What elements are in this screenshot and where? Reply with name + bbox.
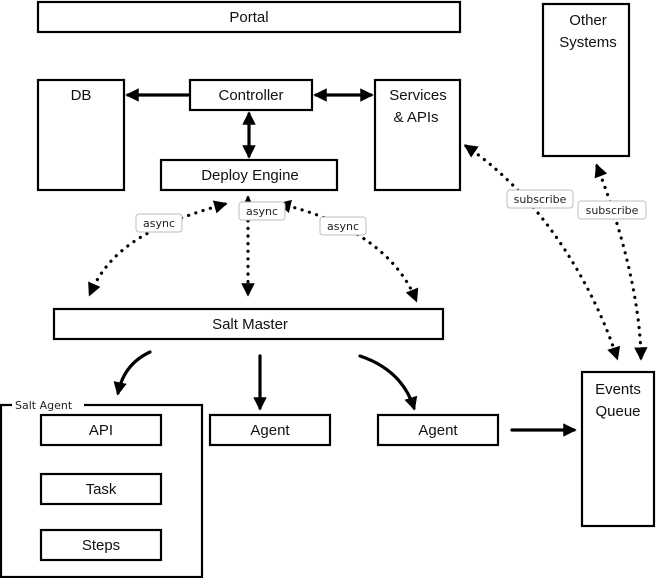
other-systems-node: Other Systems — [541, 2, 631, 158]
other-systems-label-line2: Systems — [559, 34, 617, 51]
agent-node-2: Agent — [376, 413, 500, 447]
controller-label: Controller — [218, 87, 283, 104]
subscribe-other-text: subscribe — [586, 204, 639, 217]
salt-master-to-agent-2-arrow — [358, 354, 418, 411]
steps-node: Steps — [39, 528, 163, 562]
async-label-right: async — [319, 216, 367, 236]
deploy-engine-label: Deploy Engine — [201, 167, 299, 184]
portal-node: Portal — [36, 0, 462, 34]
other-systems-label-line1: Other — [569, 12, 607, 29]
agent-2-label: Agent — [418, 422, 458, 439]
events-queue-label-line2: Queue — [595, 403, 640, 420]
db-label: DB — [71, 87, 92, 104]
services-apis-label-line1: Services — [389, 87, 447, 104]
task-label: Task — [86, 481, 117, 498]
controller-node: Controller — [188, 78, 314, 112]
services-apis-label-line2: & APIs — [393, 109, 438, 126]
async-label-left: async — [135, 213, 183, 233]
async-right-text: async — [327, 220, 359, 233]
subscribe-services-text: subscribe — [514, 193, 567, 206]
salt-master-to-salt-agent-arrow — [113, 350, 152, 396]
async-mid-text: async — [246, 205, 278, 218]
db-node: DB — [36, 78, 126, 192]
async-left-text: async — [143, 217, 175, 230]
subscribe-label-services: subscribe — [506, 189, 574, 209]
async-deploy-to-salt-agent-path — [88, 200, 228, 297]
events-queue-node: Events Queue — [580, 370, 656, 528]
api-node: API — [39, 413, 163, 447]
api-label: API — [89, 422, 113, 439]
portal-label: Portal — [229, 9, 268, 26]
subscribe-services-path — [463, 144, 621, 361]
deploy-engine-node: Deploy Engine — [159, 158, 339, 192]
agent-node-1: Agent — [208, 413, 332, 447]
salt-master-node: Salt Master — [52, 307, 445, 341]
subscribe-label-other: subscribe — [577, 200, 647, 220]
steps-label: Steps — [82, 537, 120, 554]
salt-master-label: Salt Master — [212, 316, 288, 333]
events-queue-label-line1: Events — [595, 381, 641, 398]
agent-1-label: Agent — [250, 422, 290, 439]
services-apis-node: Services & APIs — [373, 78, 462, 192]
subscribe-other-systems-path — [594, 163, 648, 361]
task-node: Task — [39, 472, 163, 506]
async-label-mid: async — [238, 201, 286, 221]
salt-agent-group-label: Salt Agent — [15, 399, 73, 412]
